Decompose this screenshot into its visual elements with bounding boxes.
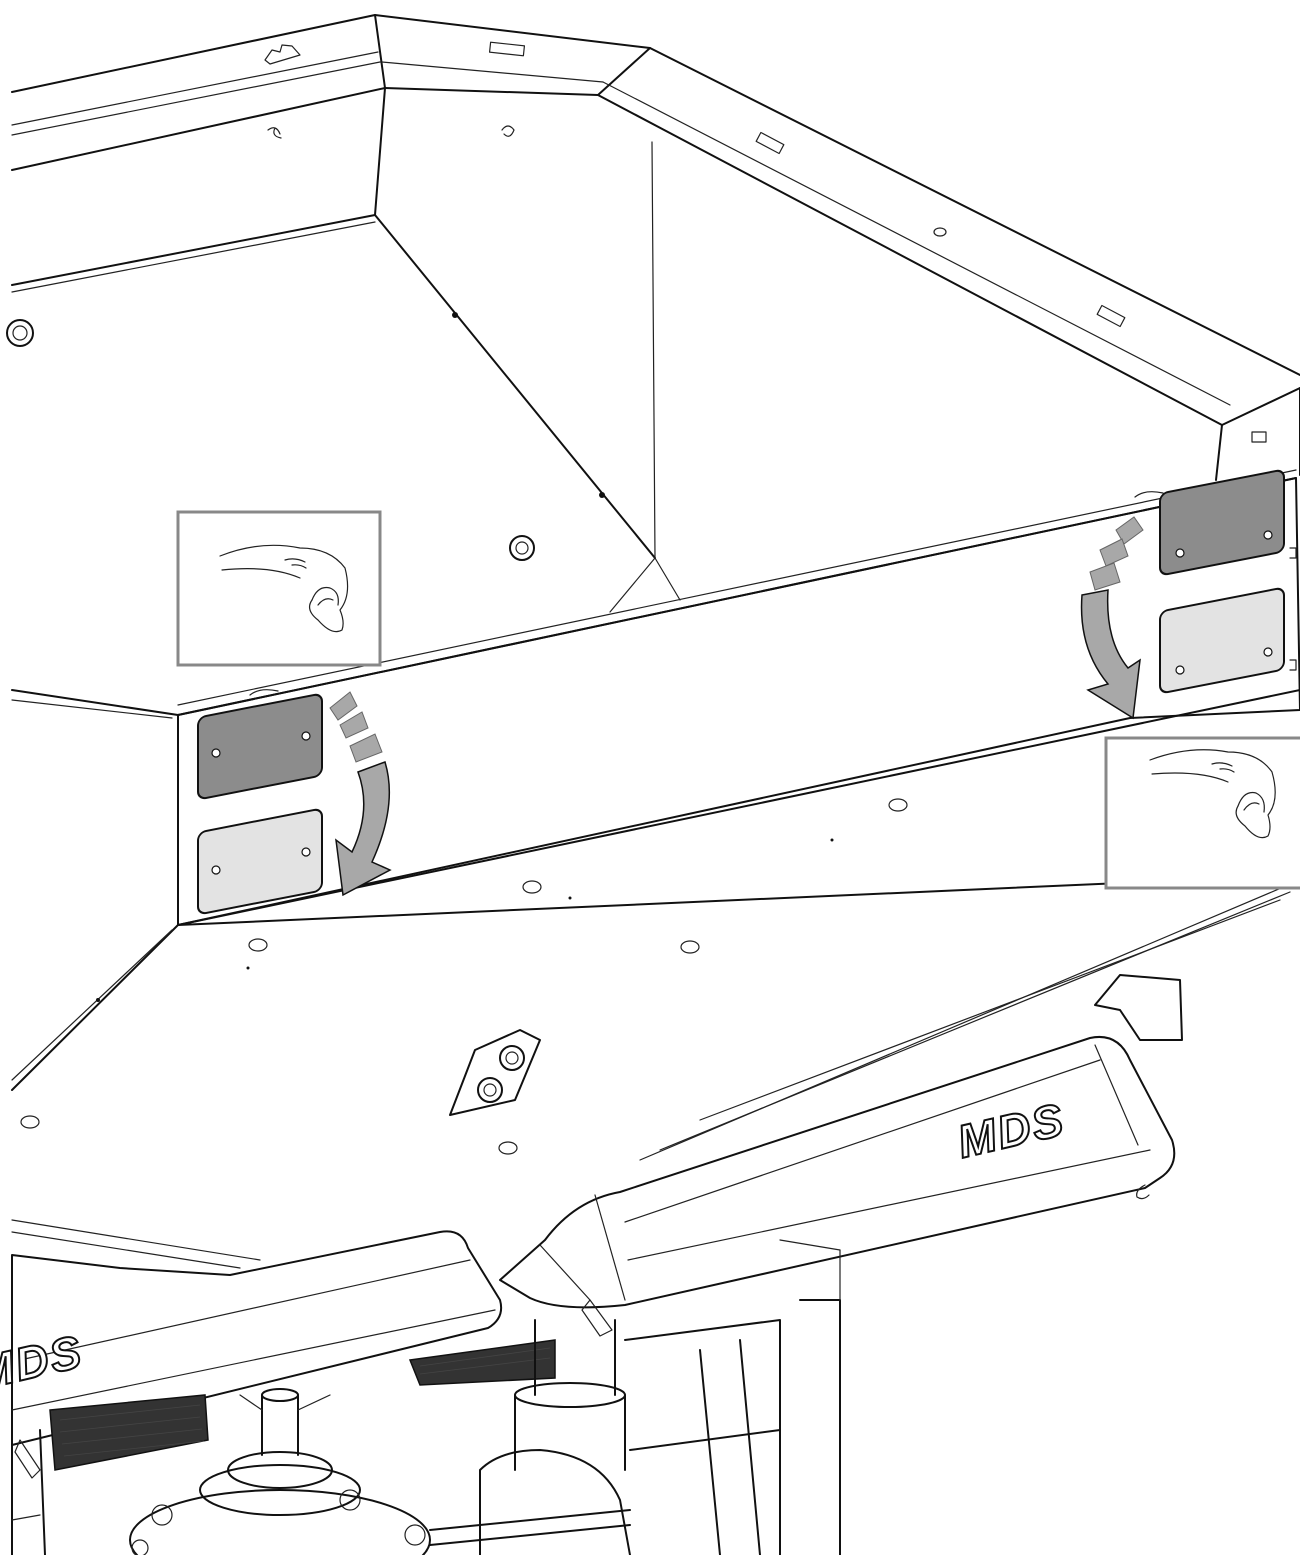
hand-inset-left — [176, 510, 382, 667]
hopper-top-rim — [11, 14, 1300, 481]
rotate-down-arrow-right — [1080, 516, 1144, 720]
floor-plate — [449, 1029, 541, 1116]
pinching-hand-icon — [219, 544, 349, 633]
reflector-plate-right-flipped — [1159, 587, 1285, 694]
hand-inset-right — [1104, 736, 1300, 890]
reflector-plate-left-original — [197, 693, 323, 800]
hopper-inner-walls — [6, 87, 947, 613]
gear-left — [49, 1394, 209, 1471]
rotate-down-arrow-left — [329, 691, 392, 897]
rim-clip-left — [264, 44, 301, 65]
reflector-plate-right-original — [1159, 469, 1285, 576]
spreader-arm-left: MDS — [0, 1219, 503, 1446]
gearbox-assembly — [11, 1239, 841, 1555]
spreader-arm-right: MDS — [499, 974, 1183, 1309]
gear-right — [408, 1339, 556, 1386]
hopper-front-panel — [11, 469, 1300, 926]
wall-bolt — [6, 319, 34, 347]
reflector-plate-left-flipped — [197, 808, 323, 915]
pinching-hand-icon — [1149, 749, 1276, 839]
wall-bolt — [509, 535, 535, 561]
